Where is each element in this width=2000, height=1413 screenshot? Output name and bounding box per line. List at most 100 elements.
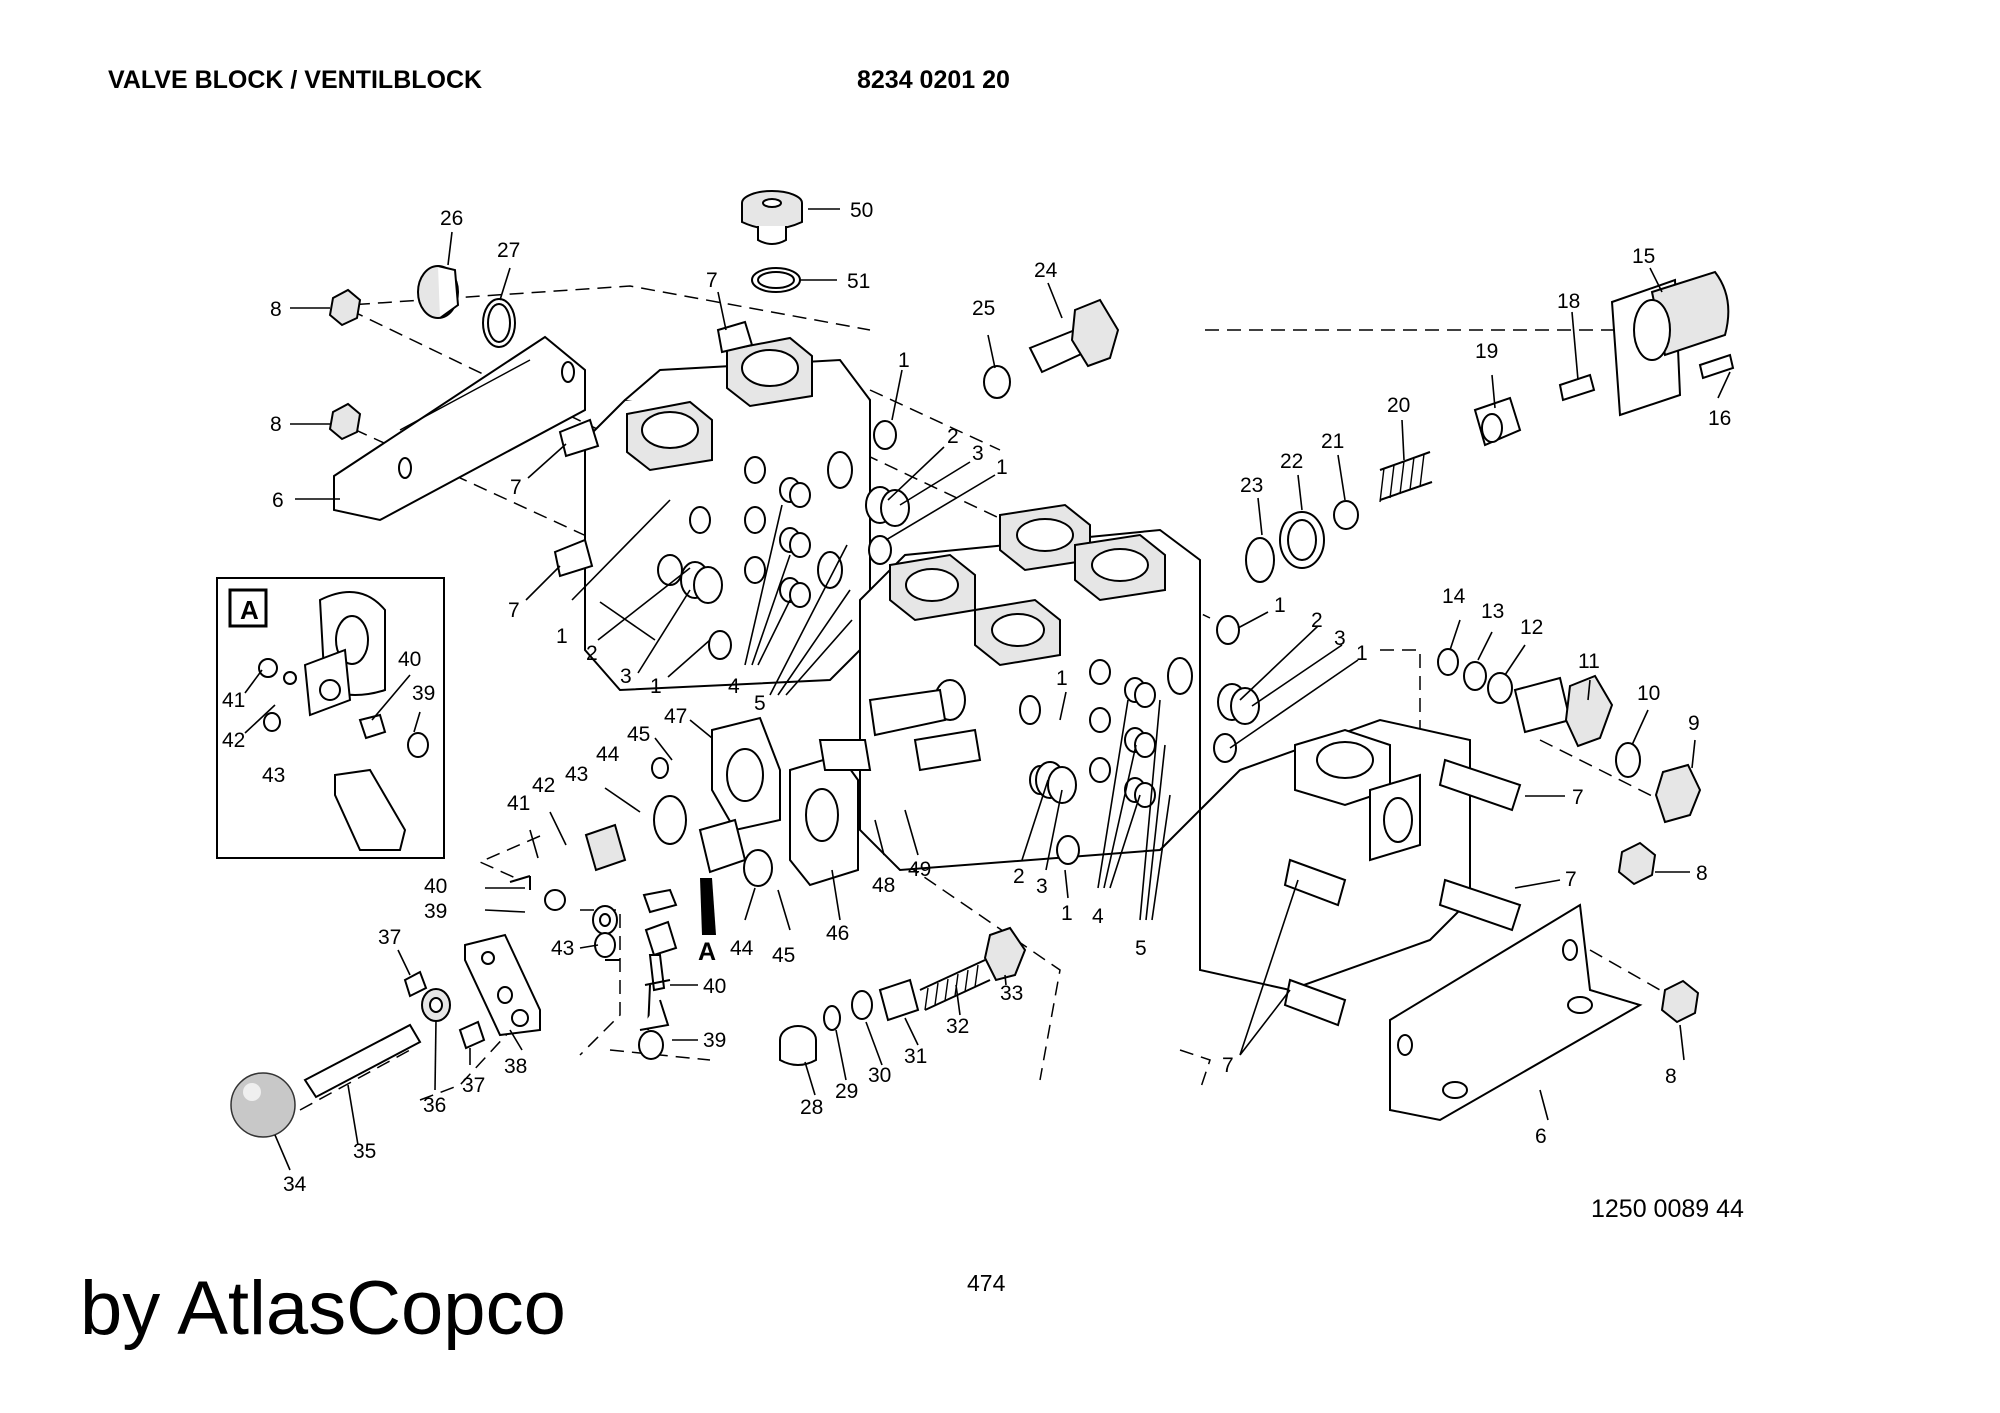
spool-parts — [779, 926, 1027, 1066]
stud-bolts — [553, 320, 1522, 1027]
callout-7: 7 — [508, 599, 520, 622]
callout-3: 3 — [972, 442, 984, 465]
detail-a-pointer — [700, 878, 716, 935]
detail-a-label: A — [240, 595, 259, 625]
callout-6: 6 — [272, 489, 284, 512]
callout-46: 46 — [826, 922, 849, 945]
brand-watermark: by AtlasCopco — [80, 1266, 566, 1351]
plug-and-seal — [741, 190, 803, 293]
callout-30: 30 — [868, 1064, 891, 1087]
callout-48: 48 — [872, 874, 895, 897]
valve-section-upper-left — [584, 336, 871, 692]
callout-31: 31 — [904, 1045, 927, 1068]
relief-valve-24-25 — [983, 298, 1120, 399]
callout-19: 19 — [1475, 340, 1498, 363]
callout-23: 23 — [1240, 474, 1263, 497]
callout-3: 3 — [620, 665, 632, 688]
callout-40: 40 — [398, 648, 421, 671]
page-number: 474 — [967, 1270, 1006, 1296]
lever-handle — [230, 988, 451, 1138]
callout-7: 7 — [1572, 786, 1584, 809]
mounting-bracket-lower — [1389, 903, 1643, 1122]
callout-21: 21 — [1321, 430, 1344, 453]
callout-27: 27 — [497, 239, 520, 262]
page-title: VALVE BLOCK / VENTILBLOCK — [108, 66, 483, 94]
callout-9: 9 — [1688, 712, 1700, 735]
callout-7: 7 — [510, 476, 522, 499]
o-rings-right — [1035, 615, 1260, 865]
callout-29: 29 — [835, 1080, 858, 1103]
callout-2: 2 — [1013, 865, 1025, 888]
callout-43: 43 — [565, 763, 588, 786]
drawing-number: 1250 0089 44 — [1591, 1195, 1744, 1223]
callout-44: 44 — [730, 937, 754, 960]
callout-45: 45 — [627, 723, 650, 746]
callout-16: 16 — [1708, 407, 1731, 430]
callout-24: 24 — [1034, 259, 1058, 282]
callout-39: 39 — [412, 682, 435, 705]
callout-51: 51 — [847, 270, 870, 293]
callout-3: 3 — [1334, 627, 1346, 650]
callout-33: 33 — [1000, 982, 1023, 1005]
callout-1: 1 — [898, 349, 910, 372]
callout-7: 7 — [1565, 868, 1577, 891]
callout-8: 8 — [270, 413, 282, 436]
callout-42: 42 — [532, 774, 555, 797]
callout-5: 5 — [754, 692, 766, 715]
callout-2: 2 — [947, 425, 959, 448]
callout-1: 1 — [556, 625, 568, 648]
callout-22: 22 — [1280, 450, 1303, 473]
callout-11: 11 — [1578, 650, 1600, 673]
plug-26-27 — [417, 265, 516, 348]
callout-14: 14 — [1442, 585, 1466, 608]
valve-section-middle — [859, 503, 1201, 872]
callout-26: 26 — [440, 207, 463, 230]
callout-44: 44 — [596, 743, 620, 766]
callout-49: 49 — [908, 858, 931, 881]
callout-labels: 50 51 26 27 7 24 25 8 8 6 7 7 1 2 3 1 1 … — [222, 199, 1731, 1196]
callout-8: 8 — [1696, 862, 1708, 885]
callout-47: 47 — [664, 705, 687, 728]
callout-8: 8 — [1665, 1065, 1677, 1088]
callout-4: 4 — [728, 675, 740, 698]
callout-38: 38 — [504, 1055, 527, 1078]
callout-6: 6 — [1535, 1125, 1547, 1148]
callout-1: 1 — [1356, 642, 1368, 665]
callout-1: 1 — [1056, 667, 1068, 690]
callout-20: 20 — [1387, 394, 1410, 417]
callout-40: 40 — [424, 875, 447, 898]
callout-10: 10 — [1637, 682, 1660, 705]
callout-1: 1 — [1274, 594, 1286, 617]
callout-18: 18 — [1557, 290, 1580, 313]
callout-45: 45 — [772, 944, 795, 967]
callout-2: 2 — [1311, 609, 1323, 632]
callout-25: 25 — [972, 297, 995, 320]
callout-2: 2 — [586, 642, 598, 665]
callout-13: 13 — [1481, 600, 1504, 623]
valve-section-end-cover — [1199, 718, 1471, 992]
callout-41: 41 — [222, 689, 245, 712]
callout-37: 37 — [378, 926, 401, 949]
callout-1: 1 — [996, 456, 1008, 479]
o-rings-left — [680, 420, 910, 660]
callout-1: 1 — [650, 675, 662, 698]
callout-12: 12 — [1520, 616, 1543, 639]
callout-32: 32 — [946, 1015, 969, 1038]
callout-35: 35 — [353, 1140, 376, 1163]
callout-4: 4 — [1092, 905, 1104, 928]
callout-37: 37 — [462, 1074, 485, 1097]
callout-43: 43 — [262, 764, 285, 787]
callout-3: 3 — [1036, 875, 1048, 898]
callout-7: 7 — [1222, 1054, 1234, 1077]
mounting-bracket-upper — [333, 335, 586, 522]
part-number: 8234 0201 20 — [857, 66, 1010, 94]
callout-41: 41 — [507, 792, 530, 815]
solenoid-assembly — [1245, 270, 1735, 583]
hex-nuts — [328, 288, 1700, 1024]
callout-39: 39 — [703, 1029, 726, 1052]
callout-36: 36 — [423, 1094, 446, 1117]
callout-1: 1 — [1061, 902, 1073, 925]
callout-28: 28 — [800, 1096, 823, 1119]
callout-8: 8 — [270, 298, 282, 321]
